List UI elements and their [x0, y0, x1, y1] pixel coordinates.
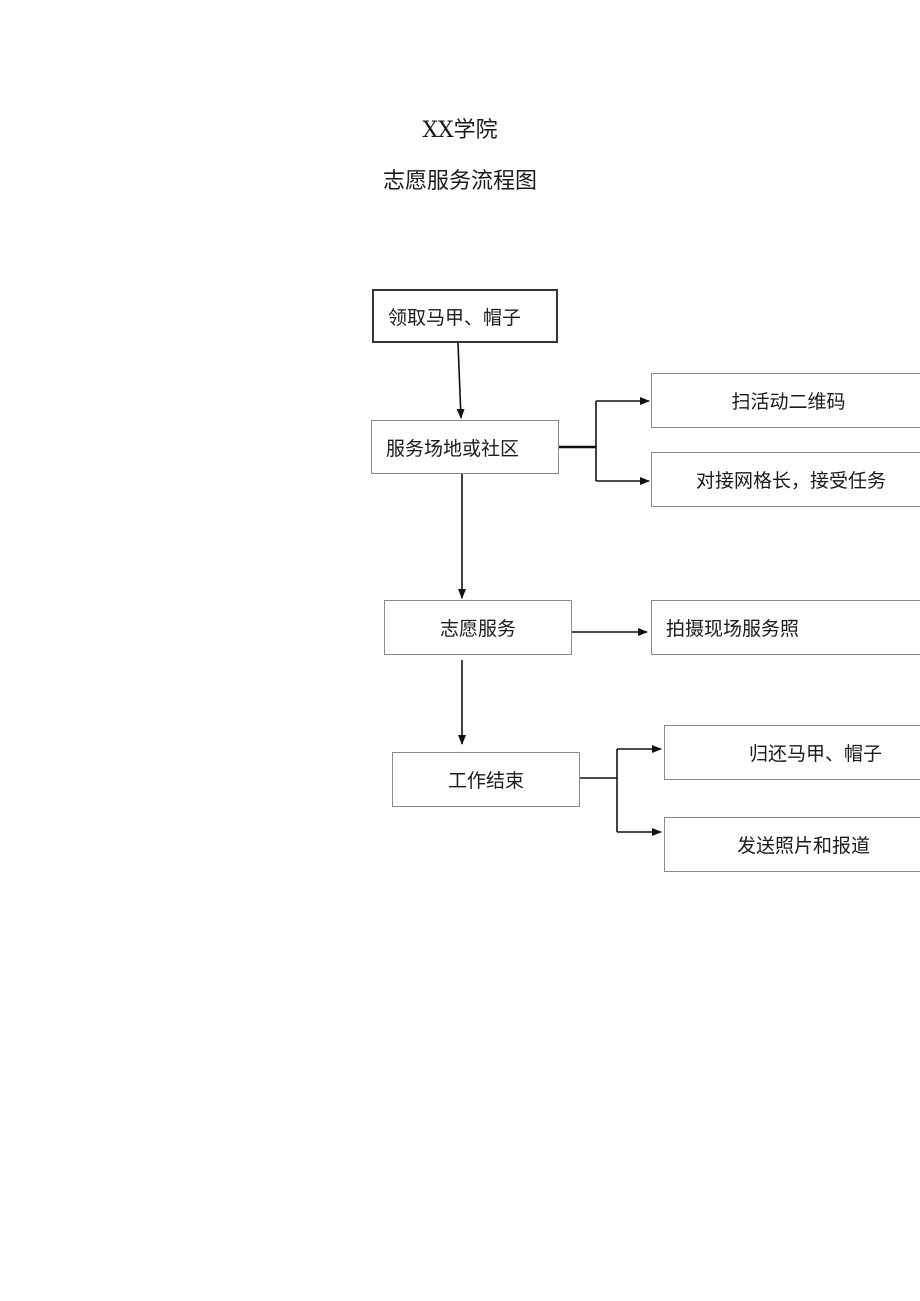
node-label: 志愿服务	[439, 618, 516, 640]
node-take-photos: 拍摄现场服务照	[651, 600, 920, 655]
node-work-end: 工作结束	[392, 752, 580, 807]
node-label: 对接网格长，接受任务	[696, 470, 887, 492]
node-label: 服务场地或社区	[386, 437, 520, 460]
node-return-vest-hat: 归还马甲、帽子	[664, 725, 920, 780]
node-label: 归还马甲、帽子	[749, 743, 883, 765]
node-label: 领取马甲、帽子	[388, 306, 522, 329]
node-scan-qr: 扫活动二维码	[651, 373, 920, 428]
node-service-site: 服务场地或社区	[371, 420, 559, 474]
node-label: 发送照片和报道	[737, 835, 871, 857]
node-volunteer-service: 志愿服务	[384, 600, 572, 655]
node-label: 扫活动二维码	[731, 391, 846, 413]
connector-collect-to-site	[456, 342, 465, 419]
node-send-photos-report: 发送照片和报道	[664, 817, 920, 872]
flowchart-title: 志愿服务流程图	[382, 169, 537, 194]
node-contact-grid-leader: 对接网格长，接受任务	[651, 452, 920, 507]
node-collect-vest-hat: 领取马甲、帽子	[372, 289, 558, 343]
node-label: 工作结束	[447, 770, 524, 792]
institution-title: XX学院	[422, 118, 498, 143]
node-label: 拍摄现场服务照	[666, 618, 800, 640]
